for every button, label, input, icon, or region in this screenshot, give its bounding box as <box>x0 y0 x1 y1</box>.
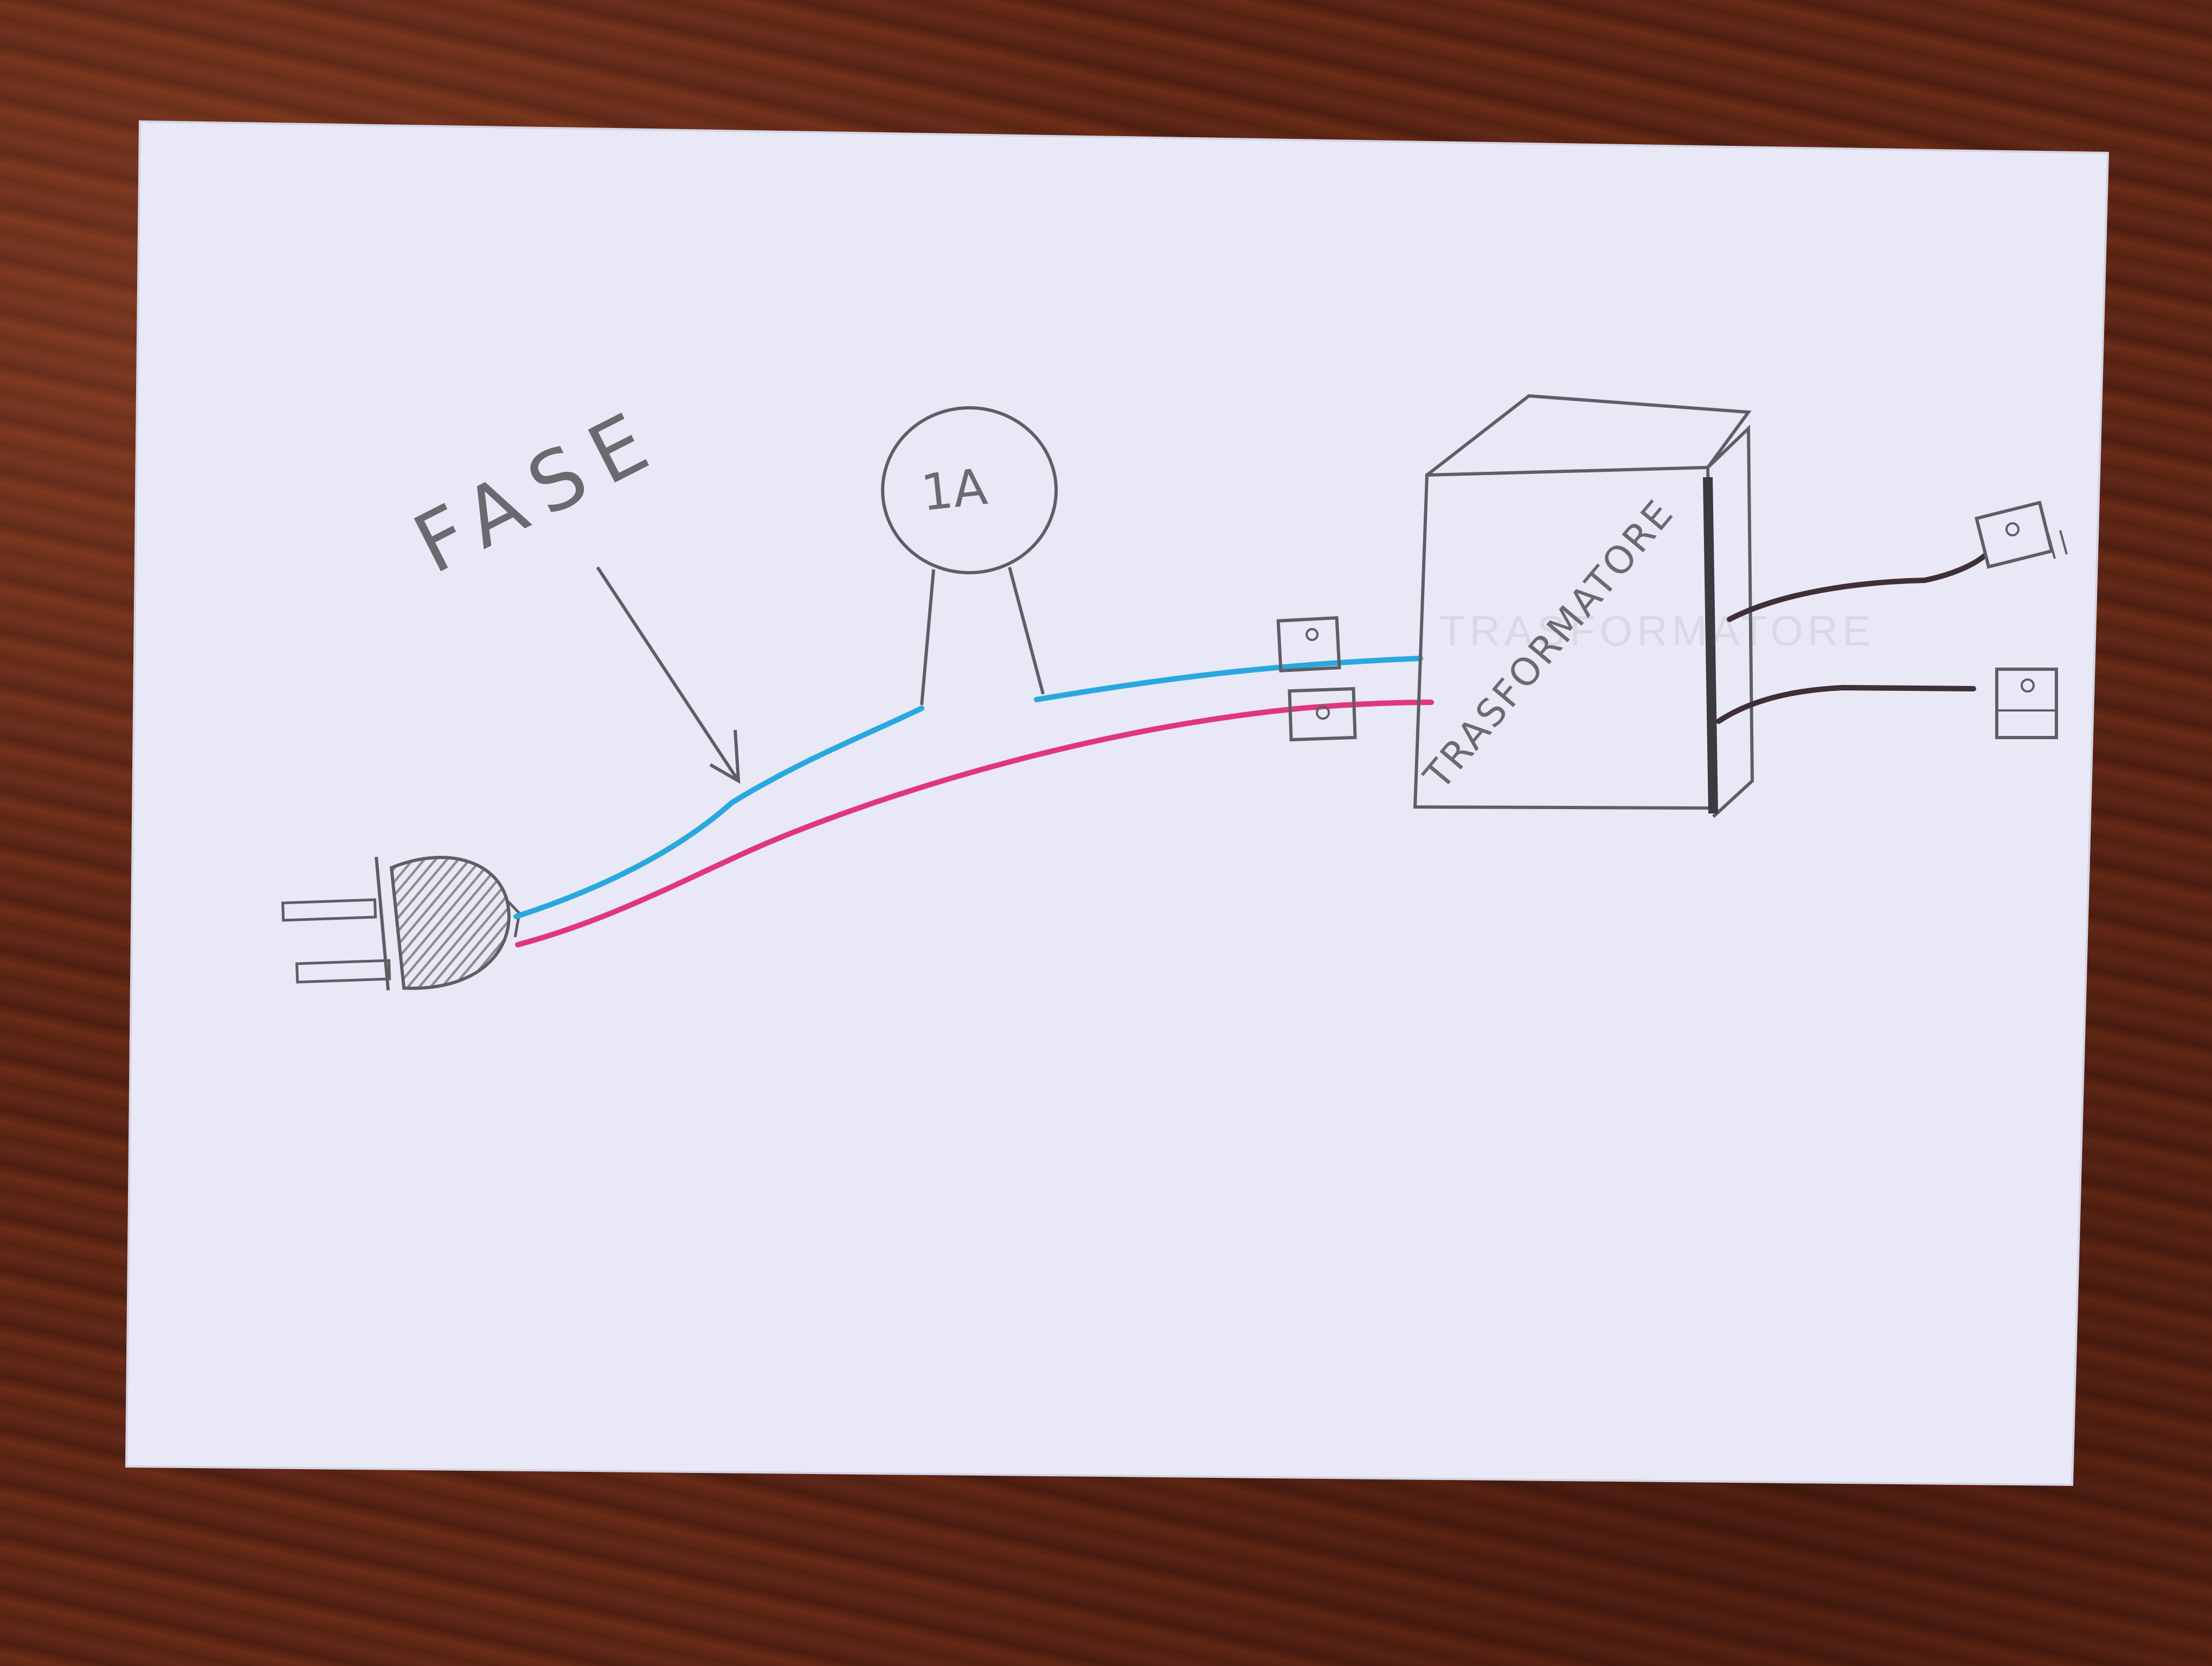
plug-collar <box>375 856 390 991</box>
terminal-screw <box>2005 522 2020 536</box>
terminal-screw <box>2021 678 2035 693</box>
transformer-side-shading <box>1703 477 1718 814</box>
phase-arrow-shaft <box>596 566 740 782</box>
output-terminal-upper <box>1975 501 2068 569</box>
terminal-screw <box>1316 706 1330 720</box>
fuse-lead-right <box>1008 567 1045 695</box>
fuse-lead-left <box>920 569 935 706</box>
phase-arrow-head <box>709 729 741 784</box>
phase-arrow <box>596 566 741 784</box>
plug-body <box>389 856 511 990</box>
output-wire-lower <box>1716 684 1976 724</box>
plug <box>281 856 521 991</box>
paper-sheet <box>125 120 2110 1486</box>
transformer-ghost-label: TRASFORMATORE <box>1439 607 1875 655</box>
input-terminal-neutral <box>1288 687 1357 742</box>
phase-wire <box>513 656 1423 919</box>
transformer-side <box>1706 425 1754 818</box>
plug-pin-lower <box>295 959 391 984</box>
fuse: 1A <box>881 406 1058 706</box>
fuse-label: 1A <box>918 458 990 522</box>
neutral-wire <box>515 700 1434 947</box>
phase-wire-fuse-to-terminal <box>1034 656 1423 702</box>
plug-pin-upper <box>281 898 377 922</box>
output-terminal-lower <box>1995 668 2058 739</box>
fuse-bulb <box>881 406 1058 574</box>
output-wire-upper <box>1727 553 1987 622</box>
phase-wire-plug-to-fuse <box>513 706 924 919</box>
input-terminal-phase <box>1276 616 1341 672</box>
transformer-top <box>1426 394 1752 477</box>
terminal-screw <box>1306 628 1319 641</box>
